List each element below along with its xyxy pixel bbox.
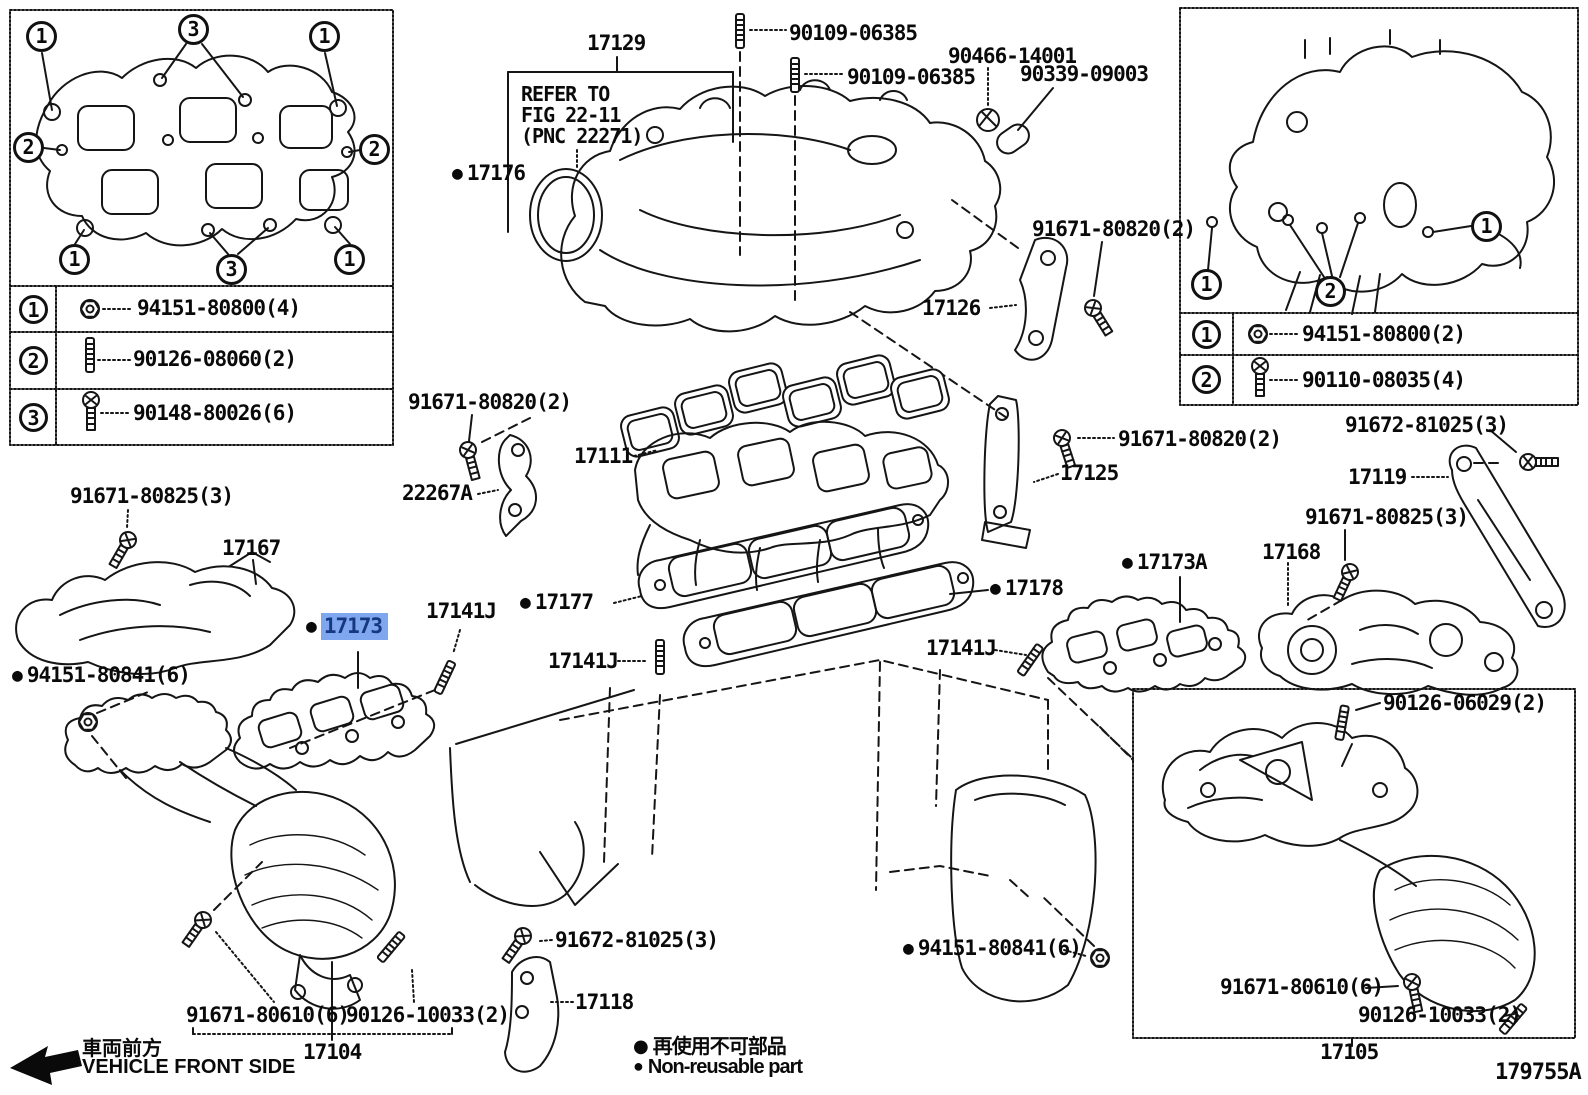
clamp-cap-icons [976, 67, 1054, 155]
part-label-91671-80820[interactable]: 91671-80820(2) [1032, 217, 1196, 241]
callout-1: 1 [59, 244, 90, 275]
part-label-90126-06029[interactable]: 90126-06029(2) [1383, 691, 1547, 715]
part-label-91672-81025[interactable]: 91672-81025(3) [1345, 413, 1509, 437]
part-label-90466-14001[interactable]: 90466-14001 [948, 44, 1077, 68]
stud-17141j-icons [289, 629, 1133, 859]
part-label-17141j[interactable]: 17141J [426, 599, 497, 623]
callout-1: 1 [1191, 269, 1222, 300]
part-label-17126[interactable]: 17126 [922, 296, 981, 320]
bracket-17125-drawing [849, 311, 1115, 549]
part-label-90109-06385[interactable]: 90109-06385 [847, 65, 976, 89]
inset-top-right-box [1179, 7, 1579, 406]
nut-94151-left [78, 691, 149, 779]
part-label-91671-80820[interactable]: 91671-80820(2) [408, 390, 572, 414]
callout-1: 1 [334, 244, 365, 275]
engine-block-ghost [449, 659, 1097, 1003]
part-label-91672-81025[interactable]: 91672-81025(3) [555, 928, 719, 952]
gasket-17173a-drawing [1041, 576, 1247, 693]
bracket-17119-drawing [1411, 429, 1566, 628]
part-label-17105[interactable]: 17105 [1320, 1040, 1379, 1064]
gasket-17177-17178-drawing [613, 503, 989, 668]
part-label-90339-09003[interactable]: 90339-09003 [1020, 62, 1149, 86]
legend-part-number[interactable]: 94151-80800(4) [137, 296, 301, 320]
part-label-17125[interactable]: 17125 [1060, 461, 1119, 485]
inset-17105-box [1099, 688, 1576, 1047]
legend-key-1: 1 [19, 295, 48, 324]
nonreusable-note-en: Non-reusable part [633, 1056, 803, 1079]
legend-part-number[interactable]: 90126-08060(2) [133, 347, 297, 371]
callout-3: 3 [216, 254, 247, 285]
legend-part-number[interactable]: 90148-80026(6) [133, 401, 297, 425]
callout-2: 2 [359, 134, 390, 165]
exhaust-manifold-17104-drawing [64, 693, 453, 1041]
callout-2: 2 [1315, 276, 1346, 307]
vehicle-front-label-en: VEHICLE FRONT SIDE [82, 1056, 296, 1078]
heat-shield-17167-drawing [15, 509, 296, 675]
part-label-91671-80825[interactable]: 91671-80825(3) [70, 484, 234, 508]
part-label-17118[interactable]: 17118 [575, 990, 634, 1014]
part-label-91671-80820[interactable]: 91671-80820(2) [1118, 427, 1282, 451]
part-label-17173a[interactable]: 17173A [1122, 551, 1208, 574]
part-label-17129[interactable]: 17129 [587, 31, 646, 55]
nonreusable-note-jp: 再使用不可部品 [633, 1030, 787, 1059]
part-label-17167[interactable]: 17167 [222, 536, 281, 560]
part-label-17173-highlighted[interactable]: 17173 [306, 613, 389, 640]
legend-key-1: 1 [1192, 320, 1221, 349]
diagram-code: 179755A [1495, 1060, 1582, 1085]
callout-3: 3 [178, 14, 209, 45]
vehicle-front-arrow-icon [10, 1046, 82, 1085]
gasket-17173-drawing [233, 651, 436, 770]
part-label-91671-80610[interactable]: 91671-80610(6) [1220, 975, 1384, 999]
legend-key-2: 2 [19, 346, 48, 375]
part-label-94151-80841[interactable]: 94151-80841(6) [12, 664, 191, 687]
legend-key-2: 2 [1192, 365, 1221, 394]
legend-key-3: 3 [19, 403, 48, 432]
part-label-17111[interactable]: 17111 [574, 444, 633, 468]
part-label-17104[interactable]: 17104 [303, 1040, 362, 1064]
part-label-17178[interactable]: 17178 [990, 577, 1064, 600]
callout-1: 1 [26, 21, 57, 52]
manifold-gasket-rings [617, 352, 953, 460]
part-label-17176[interactable]: 17176 [452, 162, 526, 185]
deflector-17118-drawing [498, 923, 574, 1073]
callout-1: 1 [1471, 211, 1502, 242]
stud-90109-icons [735, 13, 844, 301]
part-label-17168[interactable]: 17168 [1262, 540, 1321, 564]
leader-17129 [507, 56, 734, 233]
refer-note-line: (PNC 22271) [521, 124, 643, 148]
legend-part-number[interactable]: 90110-08035(4) [1302, 368, 1466, 392]
refer-note: REFER TO FIG 22-11 (PNC 22271) [521, 82, 643, 148]
refer-note-line: REFER TO [521, 82, 610, 106]
vehicle-front-label-jp: 車両前方 [82, 1036, 162, 1060]
refer-note-line: FIG 22-11 [521, 103, 621, 127]
inset-top-left-box [9, 9, 394, 446]
highlighted-part-number: 17173 [320, 613, 389, 640]
part-label-90126-10033[interactable]: 90126-10033(2) [346, 1003, 510, 1027]
bracket-17126-drawing [951, 199, 1117, 361]
part-label-91671-80610[interactable]: 91671-80610(6) [186, 1003, 350, 1027]
part-label-17119[interactable]: 17119 [1348, 465, 1407, 489]
part-label-90109-06385[interactable]: 90109-06385 [789, 21, 918, 45]
callout-2: 2 [13, 132, 44, 163]
part-label-94151-80841[interactable]: 94151-80841(6) [903, 937, 1082, 960]
intake-manifold-17111-drawing [633, 420, 949, 591]
part-label-17177[interactable]: 17177 [520, 591, 594, 614]
part-label-17141j[interactable]: 17141J [926, 636, 997, 660]
bracket-22267a-drawing [457, 414, 537, 537]
part-label-22267a[interactable]: 22267A [402, 481, 473, 505]
surge-tank-drawing [529, 79, 1002, 333]
part-label-17141j[interactable]: 17141J [548, 649, 619, 673]
part-label-91671-80825[interactable]: 91671-80825(3) [1305, 505, 1469, 529]
legend-part-number[interactable]: 94151-80800(2) [1302, 322, 1466, 346]
callout-1: 1 [309, 21, 340, 52]
part-label-90126-10033[interactable]: 90126-10033(2) [1358, 1003, 1522, 1027]
